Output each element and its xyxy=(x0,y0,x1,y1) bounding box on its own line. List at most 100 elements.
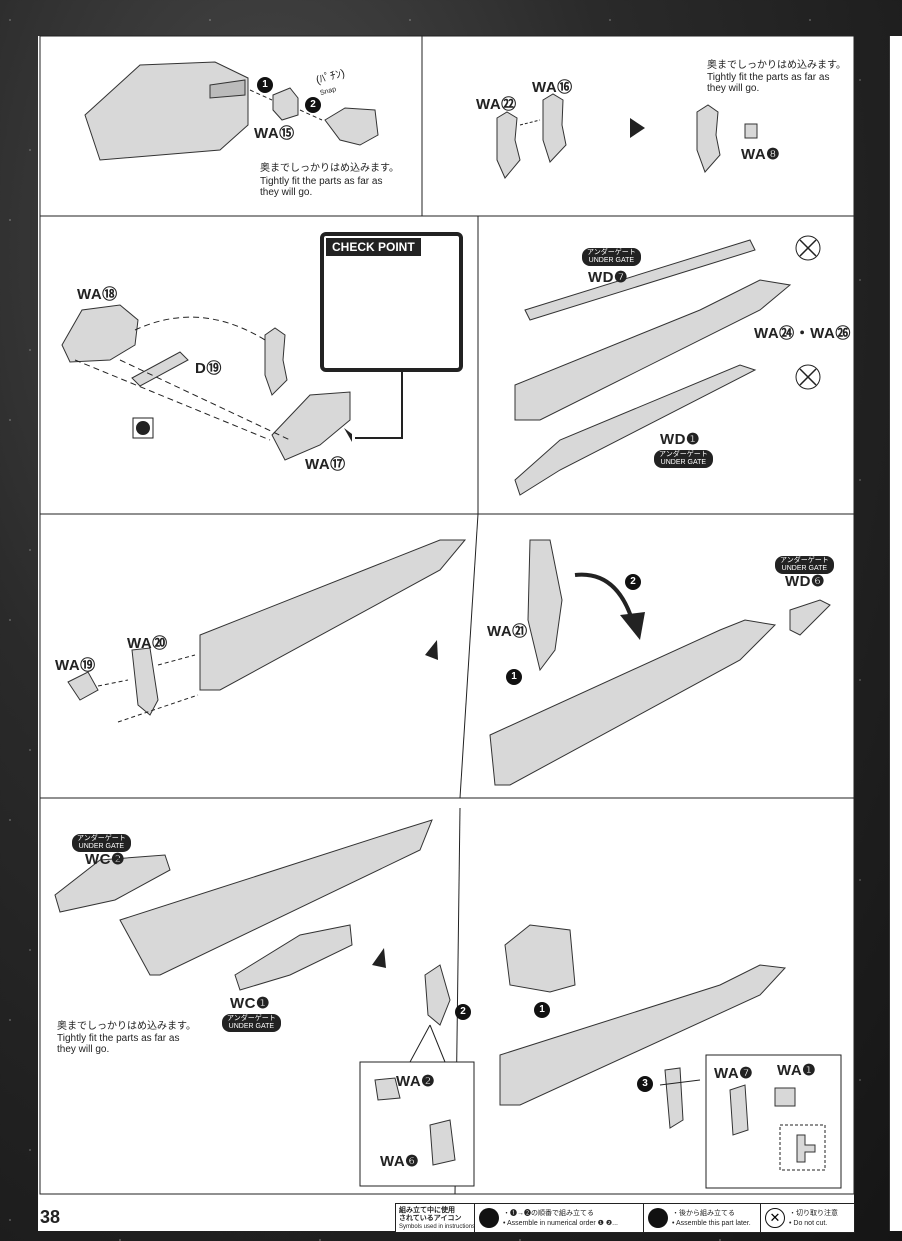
note-en-line1: Tightly fit the parts as far as xyxy=(57,1033,180,1044)
note-jp: 奥までしっかりはめ込みます。 xyxy=(260,163,399,174)
step-1-badge: 1 xyxy=(506,669,522,685)
page-number: 38 xyxy=(40,1207,61,1227)
under-gate-en: UNDER GATE xyxy=(588,257,635,264)
step-1-badge: 1 xyxy=(257,77,273,93)
note-en-line1: Tightly fit the parts as far as xyxy=(707,72,830,83)
note-jp: 奥までしっかりはめ込みます。 xyxy=(57,1021,196,1032)
part-label-wc2: WC❷ xyxy=(85,851,125,868)
note-en-line1: Tightly fit the parts as far as xyxy=(260,176,383,187)
wd6-part xyxy=(789,599,831,636)
part-label-wa16: WA⑯ xyxy=(532,79,573,96)
step-1-badge: 1 xyxy=(534,1002,550,1018)
under-gate-badge: アンダーゲート UNDER GATE xyxy=(582,248,641,266)
under-gate-jp: アンダーゲート xyxy=(77,835,126,842)
legend-title-jp-2: されているアイコン xyxy=(399,1215,462,1222)
legend-later-en: • Assemble this part later. xyxy=(672,1220,751,1227)
part-label-wa24-wa26: WA㉔・WA㉖ xyxy=(754,325,851,342)
legend-assemble-later: ・後から組み立てる • Assemble this part later. xyxy=(643,1203,761,1233)
wd7-part xyxy=(524,239,756,321)
under-gate-jp: アンダーゲート xyxy=(780,557,829,564)
wa19-part xyxy=(67,671,99,701)
wa16-part xyxy=(542,93,567,163)
shield-part xyxy=(84,61,249,161)
part-label-wa18: WA⑱ xyxy=(77,286,118,303)
legend-later-jp: ・後から組み立てる xyxy=(672,1210,735,1217)
part-label-wa2: WA❷ xyxy=(396,1073,436,1090)
hand-part xyxy=(324,107,379,146)
blade-part xyxy=(499,964,787,1106)
note-jp: 奥までしっかりはめ込みます。 xyxy=(707,60,846,71)
under-gate-badge: アンダーゲート UNDER GATE xyxy=(654,450,713,468)
legend-numeric-jp: ・❶→❷の順番で組み立てる xyxy=(503,1210,594,1217)
blade-part xyxy=(489,619,777,786)
legend-title-en: Symbols used in instructions xyxy=(399,1224,476,1230)
numeric-order-icon xyxy=(479,1208,499,1228)
under-gate-en: UNDER GATE xyxy=(78,843,125,850)
legend-numeric-order: ・❶→❷の順番で組み立てる • Assemble in numerical or… xyxy=(474,1203,644,1233)
d19-part xyxy=(131,351,189,387)
blade-part xyxy=(119,819,433,976)
next-page-edge xyxy=(889,36,902,1231)
note-en-line2: they will go. xyxy=(260,187,313,198)
wc2-part xyxy=(54,854,171,913)
note-en-line2: they will go. xyxy=(707,83,760,94)
part-label-wd1: WD❶ xyxy=(660,431,700,448)
wa17-part xyxy=(271,391,351,461)
handle-part xyxy=(504,924,576,993)
wa15-part xyxy=(272,87,299,121)
legend-nocut-jp: ・切り取り注意 xyxy=(789,1210,838,1217)
blade-part xyxy=(514,279,792,421)
part-label-wa6: WA❻ xyxy=(380,1153,420,1170)
wd1-part xyxy=(514,364,757,496)
under-gate-jp: アンダーゲート xyxy=(587,249,636,256)
wa18-part xyxy=(61,304,139,363)
legend-do-not-cut: ✕ ・切り取り注意 • Do not cut. xyxy=(760,1203,855,1233)
legend-title-box: 組み立て中に使用 されているアイコン Symbols used in instr… xyxy=(395,1203,475,1233)
part-label-wa19: WA⑲ xyxy=(55,657,96,674)
part-label-wa17: WA⑰ xyxy=(305,456,346,473)
legend-nocut-en: • Do not cut. xyxy=(789,1220,828,1227)
under-gate-badge: アンダーゲート UNDER GATE xyxy=(775,556,834,574)
step-2-badge: 2 xyxy=(305,97,321,113)
check-point-title: CHECK POINT xyxy=(326,238,421,256)
under-gate-en: UNDER GATE xyxy=(228,1023,275,1030)
legend-title-jp-1: 組み立て中に使用 xyxy=(399,1207,455,1214)
note-en-line2: they will go. xyxy=(57,1044,110,1055)
part-label-wd7: WD❼ xyxy=(588,269,628,286)
step-3-badge: 3 xyxy=(637,1076,653,1092)
part-label-wa21: WA㉑ xyxy=(487,623,528,640)
blade-part xyxy=(199,539,467,691)
step-2-badge: 2 xyxy=(625,574,641,590)
wa20-part xyxy=(131,647,159,716)
check-point-box: CHECK POINT xyxy=(320,232,463,372)
under-gate-badge: アンダーゲート UNDER GATE xyxy=(222,1014,281,1032)
part-label-wa15: WA⑮ xyxy=(254,125,295,142)
legend-numeric-en: • Assemble in numerical order ❶ ❷... xyxy=(503,1220,618,1227)
side-part xyxy=(664,1067,684,1129)
wc1-part xyxy=(234,924,353,991)
wa8-part xyxy=(744,123,758,139)
part-label-wa20: WA⑳ xyxy=(127,635,168,652)
assemble-later-icon xyxy=(648,1208,668,1228)
under-gate-en: UNDER GATE xyxy=(781,565,828,572)
wa22-part xyxy=(496,111,521,179)
panel-4 xyxy=(39,797,855,1195)
part-label-wd6: WD❻ xyxy=(785,573,825,590)
under-gate-jp: アンダーゲート xyxy=(227,1015,276,1022)
part-label-wc1: WC❶ xyxy=(230,995,270,1012)
joint-part xyxy=(264,327,288,396)
under-gate-badge: アンダーゲート UNDER GATE xyxy=(72,834,131,852)
part-label-wa8: WA❽ xyxy=(741,146,781,163)
part-label-wa22: WA㉒ xyxy=(476,96,517,113)
part-label-wa1: WA❶ xyxy=(777,1062,817,1079)
step-2-badge: 2 xyxy=(455,1004,471,1020)
wa21-part xyxy=(527,539,563,672)
do-not-cut-icon: ✕ xyxy=(765,1208,785,1228)
assembled-arm-part xyxy=(696,104,721,173)
grip-part xyxy=(424,964,451,1026)
under-gate-en: UNDER GATE xyxy=(660,459,707,466)
part-label-wa7: WA❼ xyxy=(714,1065,754,1082)
under-gate-jp: アンダーゲート xyxy=(659,451,708,458)
part-label-d19: D⑲ xyxy=(195,360,222,377)
